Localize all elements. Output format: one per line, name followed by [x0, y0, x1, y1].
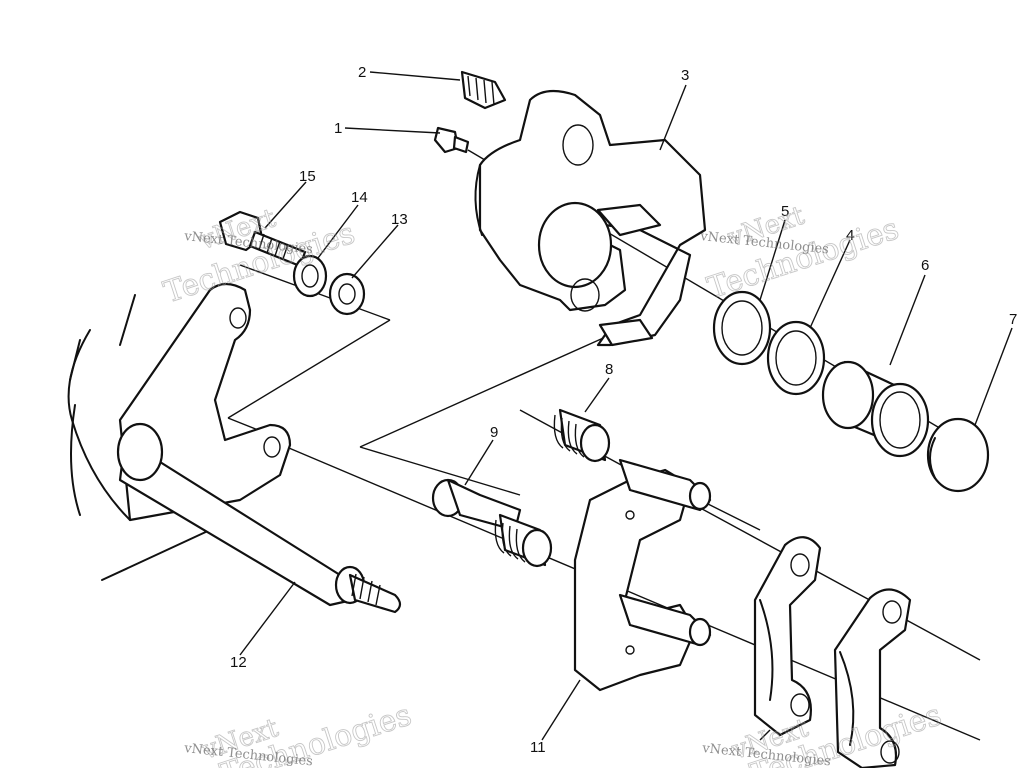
callout-15: 15	[299, 168, 316, 185]
callout-5: 5	[781, 203, 789, 220]
callout-14: 14	[351, 189, 368, 206]
callout-11: 11	[530, 739, 546, 756]
plug-cap	[460, 70, 507, 110]
callout-4: 4	[846, 227, 854, 244]
steering-knuckle	[67, 282, 292, 581]
callout-7: 7	[1009, 311, 1017, 328]
callout-13: 13	[391, 211, 408, 228]
spring-upper	[553, 408, 611, 463]
lock-washer	[292, 254, 328, 298]
callout-8: 8	[605, 361, 613, 378]
spring-lower	[494, 513, 553, 568]
brake-pad-inner	[833, 588, 912, 768]
piston-seal-inner	[766, 320, 826, 396]
callout-9: 9	[490, 424, 498, 441]
callout-6: 6	[921, 257, 929, 274]
callout-3: 3	[681, 67, 689, 84]
piston-seal-outer	[712, 290, 772, 366]
callout-labels: 1 2 3 4 5 6 7 8 9 11 12 13 14 15	[230, 64, 1017, 756]
leader-lines	[239, 71, 1013, 741]
axle-shaft	[116, 422, 402, 614]
callout-1: 1	[334, 120, 342, 137]
bleeder-screw	[433, 126, 470, 154]
mounting-bolt	[218, 210, 307, 268]
caliper-piston	[821, 360, 930, 458]
brake-pad-outer	[753, 536, 822, 737]
callout-2: 2	[358, 64, 366, 81]
flat-washer	[328, 272, 366, 316]
caliper-bracket	[573, 458, 712, 692]
callout-12: 12	[230, 654, 247, 671]
piston-cap	[926, 417, 990, 493]
caliper-body	[474, 89, 707, 347]
